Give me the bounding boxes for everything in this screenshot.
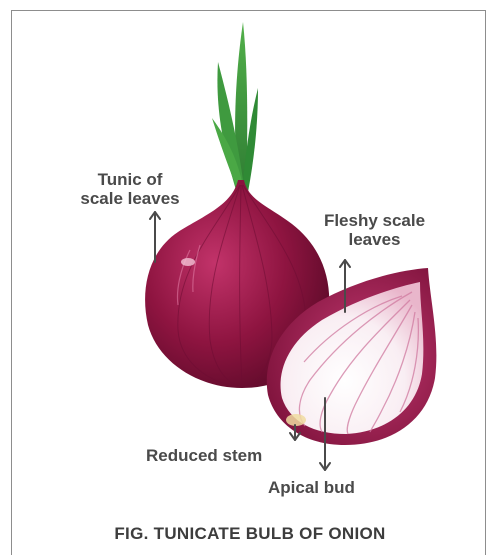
label-apical-bud: Apical bud: [268, 478, 355, 497]
sprout-leaves: [212, 22, 258, 192]
tunic-label-line1: Tunic of: [55, 170, 205, 189]
label-tunic-of-scale-leaves: Tunic of scale leaves: [55, 170, 205, 208]
label-fleshy-scale-leaves: Fleshy scale leaves: [302, 211, 447, 249]
tunic-label-line2: scale leaves: [55, 189, 205, 208]
fleshy-label-line1: Fleshy scale: [302, 211, 447, 230]
label-reduced-stem: Reduced stem: [146, 446, 262, 465]
figure-caption: FIG. TUNICATE BULB OF ONION: [0, 524, 500, 544]
fleshy-label-line2: leaves: [302, 230, 447, 249]
